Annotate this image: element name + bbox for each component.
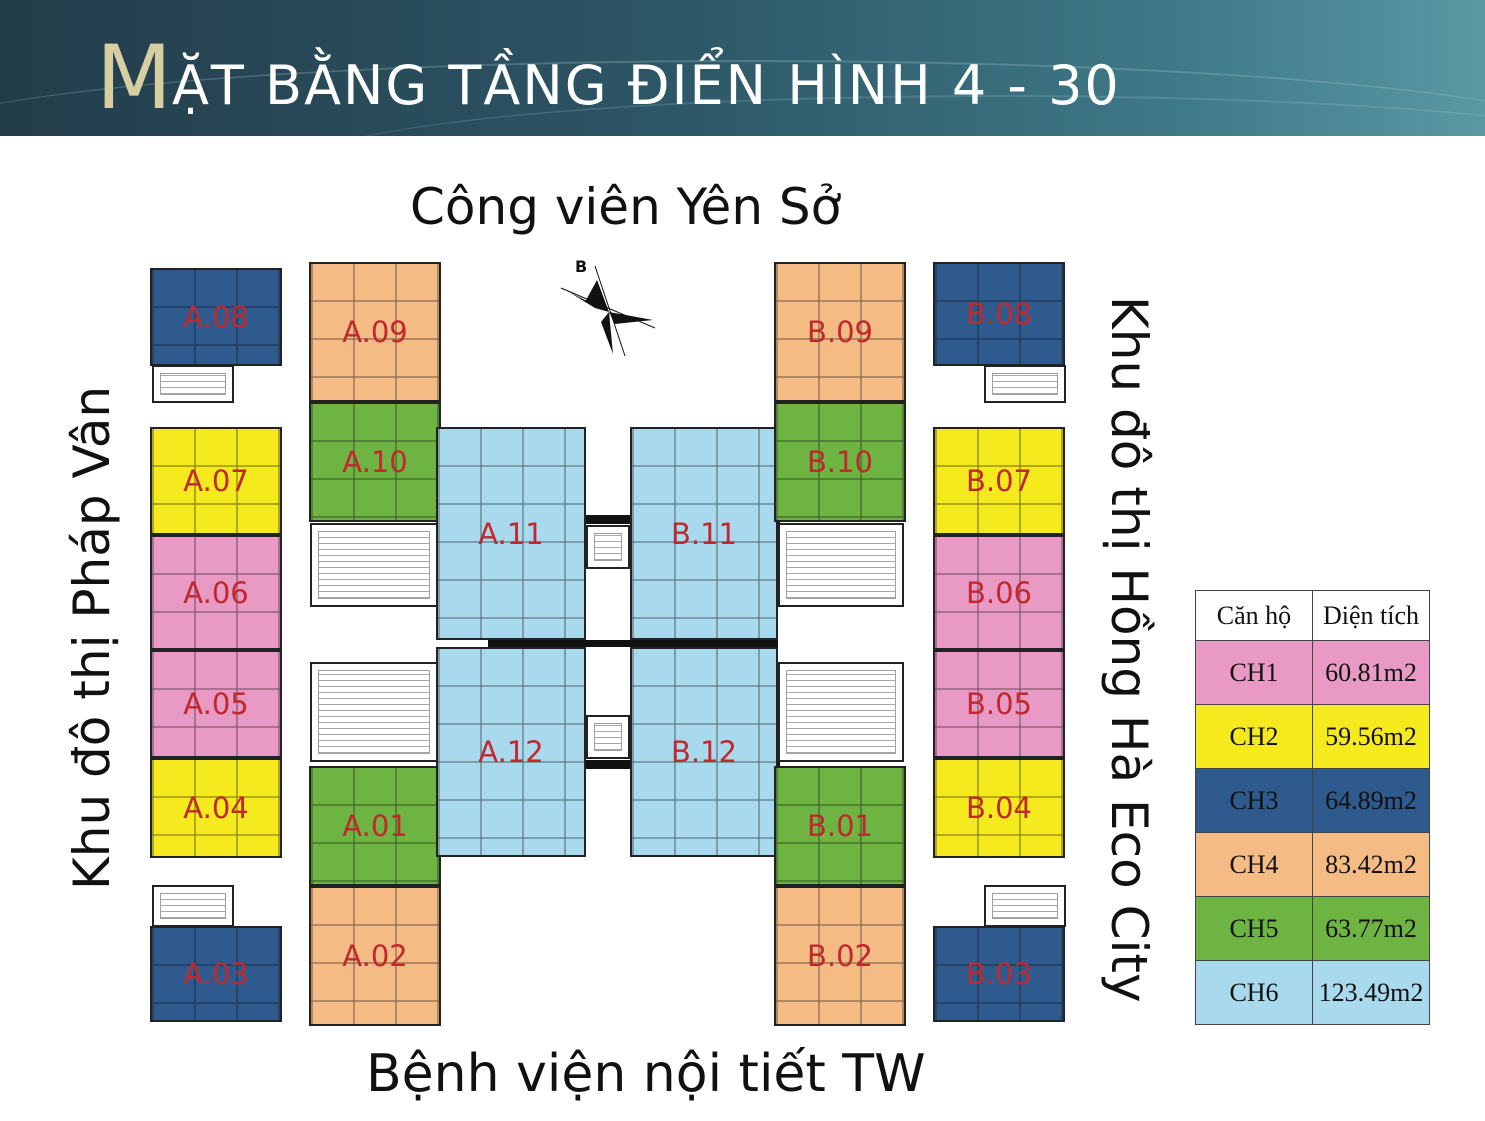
unit-label: B.09 [806,315,873,349]
unit-label: B.11 [670,516,737,551]
elevator-core [310,662,438,762]
unit-label: A.06 [183,575,249,610]
elevator-core [778,662,904,762]
unit-B-11[interactable]: B.11 [630,427,778,640]
unit-label: B.02 [806,939,873,973]
unit-label: A.07 [183,464,249,498]
corridor-middle [488,640,778,647]
unit-A-04[interactable]: A.04 [150,758,282,858]
unit-label: B.01 [806,809,873,843]
unit-A-10[interactable]: A.10 [309,402,441,522]
unit-label: A.11 [478,516,544,551]
road-label-east: Khu đô thị Hồng Hà Eco City [1100,296,1158,1003]
unit-label: B.07 [965,464,1032,498]
legend-area: 83.42m2 [1312,832,1430,897]
unit-B-01[interactable]: B.01 [774,766,906,886]
unit-label: A.02 [342,939,408,973]
unit-label: B.10 [806,445,873,479]
stair-core [984,365,1066,403]
unit-B-02[interactable]: B.02 [774,886,906,1026]
stair-core [152,885,234,927]
unit-A-07[interactable]: A.07 [150,427,282,535]
unit-B-08[interactable]: B.08 [933,262,1065,366]
stair-core [984,885,1066,927]
unit-A-06[interactable]: A.06 [150,535,282,650]
unit-label: A.09 [342,315,408,349]
legend-area: 63.77m2 [1312,896,1430,961]
legend-code: CH1 [1195,640,1313,705]
corridor-bottom [440,760,780,769]
unit-label: A.08 [183,300,249,334]
shaft [586,715,630,759]
road-label-west: Khu đô thị Pháp Vân [63,385,121,890]
header-wave [0,60,1485,136]
legend-code: CH5 [1195,896,1313,961]
unit-B-10[interactable]: B.10 [774,402,906,522]
legend-header: Căn hộ [1195,590,1313,641]
legend-code: CH3 [1195,768,1313,833]
unit-A-11[interactable]: A.11 [436,427,586,640]
road-label-south: Bệnh viện nội tiết TW [366,1044,926,1104]
unit-label: A.12 [478,735,544,769]
elevator-core [310,523,438,607]
unit-label: B.04 [965,791,1032,825]
unit-A-02[interactable]: A.02 [309,886,441,1026]
unit-A-01[interactable]: A.01 [309,766,441,886]
unit-label: A.05 [183,687,249,721]
unit-B-07[interactable]: B.07 [933,427,1065,535]
title-initial: M [96,26,172,129]
unit-label: B.06 [965,575,1032,610]
legend-header-row: Căn hộ Diện tích [1195,590,1430,641]
legend-area: 59.56m2 [1312,704,1430,769]
legend-header: Diện tích [1312,590,1430,641]
legend-area: 64.89m2 [1312,768,1430,833]
header-banner: M ẶT BẰNG TẦNG ĐIỂN HÌNH 4 - 30 [0,0,1485,136]
shaft [586,525,630,569]
compass-icon: B [560,258,656,357]
page-title: M ẶT BẰNG TẦNG ĐIỂN HÌNH 4 - 30 [96,22,1121,122]
stair-core [152,365,234,403]
compass-letter: B [575,258,587,276]
unit-B-12[interactable]: B.12 [630,647,778,857]
unit-A-03[interactable]: A.03 [150,926,282,1022]
unit-label: A.01 [342,809,408,843]
road-label-north: Công viên Yên Sở [410,178,842,236]
unit-B-05[interactable]: B.05 [933,650,1065,758]
unit-B-09[interactable]: B.09 [774,262,906,402]
unit-label: B.08 [965,297,1032,331]
unit-label: B.05 [965,687,1032,721]
unit-label: A.04 [183,791,249,825]
unit-label: A.03 [183,957,249,991]
unit-B-06[interactable]: B.06 [933,535,1065,650]
title-rest: ẶT BẰNG TẦNG ĐIỂN HÌNH 4 - 30 [171,54,1121,117]
legend-area: 123.49m2 [1312,960,1430,1025]
legend-code: CH2 [1195,704,1313,769]
unit-label: A.10 [342,445,408,479]
legend-code: CH6 [1195,960,1313,1025]
header-wave [300,95,1485,136]
legend-area: 60.81m2 [1312,640,1430,705]
elevator-core [778,523,904,607]
legend-code: CH4 [1195,832,1313,897]
unit-A-12[interactable]: A.12 [436,647,586,857]
unit-A-05[interactable]: A.05 [150,650,282,758]
unit-A-09[interactable]: A.09 [309,262,441,402]
corridor-top [440,515,780,524]
unit-B-03[interactable]: B.03 [933,926,1065,1022]
unit-B-04[interactable]: B.04 [933,758,1065,858]
unit-label: B.03 [965,957,1032,991]
unit-A-08[interactable]: A.08 [150,268,282,366]
unit-label: B.12 [670,735,737,769]
